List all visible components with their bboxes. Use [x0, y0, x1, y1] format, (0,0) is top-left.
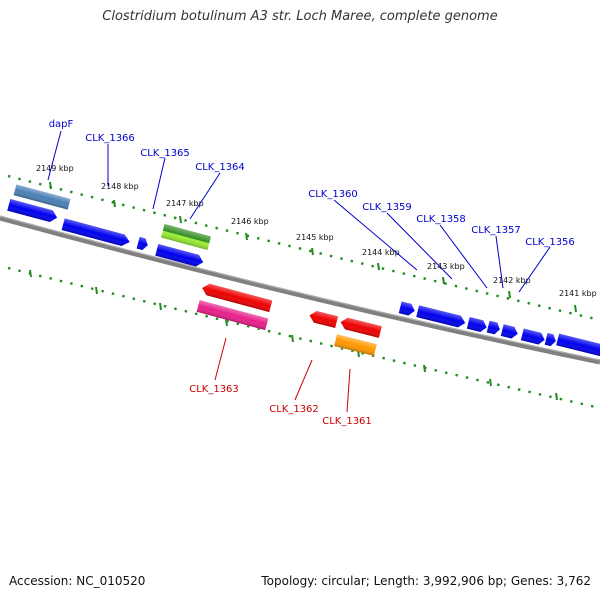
tick-mark	[574, 304, 577, 313]
gene-arrow[interactable]	[7, 198, 58, 224]
gene-label-CLK_1357: CLK_1357	[471, 225, 521, 236]
gene-CLK_1364[interactable]	[161, 224, 211, 250]
tick-mark	[311, 247, 314, 256]
tick-label: 2148 kbp	[101, 182, 139, 191]
accession-text: Accession: NC_010520	[9, 574, 146, 588]
gene-arrow-reverse[interactable]	[339, 316, 382, 338]
leader-line	[495, 235, 504, 289]
leader-line	[294, 359, 313, 401]
gene-label-CLK_1365: CLK_1365	[140, 148, 190, 159]
reverse-genes	[196, 282, 382, 356]
leader-line	[189, 172, 221, 220]
inner-major-ticks	[29, 269, 558, 401]
gene-CLK_1361[interactable]	[334, 334, 377, 356]
tick-mark	[95, 286, 98, 295]
tick-label: 2143 kbp	[427, 262, 465, 271]
gene-label-CLK_1363: CLK_1363	[189, 384, 239, 395]
gene-arrow[interactable]	[556, 333, 600, 358]
gene-label-dapF: dapF	[49, 119, 74, 130]
gene-label-CLK_1359: CLK_1359	[362, 202, 412, 213]
gene-labels: dapF CLK_1366 CLK_1365 CLK_1364 CLK_1360…	[49, 119, 575, 427]
outer-major-ticks	[49, 181, 577, 313]
gene-CLK_1363[interactable]	[196, 300, 269, 331]
gene-arrow-reverse[interactable]	[201, 282, 273, 313]
gene-label-CLK_1356: CLK_1356	[525, 237, 575, 248]
leader-line	[518, 246, 551, 293]
forward-genes-outer	[13, 184, 211, 250]
map-title: Clostridium botulinum A3 str. Loch Maree…	[102, 9, 498, 24]
tick-mark	[179, 215, 182, 224]
genome-backbone	[0, 215, 600, 365]
tick-mark	[555, 392, 558, 401]
gene-dapF[interactable]	[13, 184, 71, 210]
reverse-leader-lines	[214, 337, 351, 413]
gene-arrow[interactable]	[398, 301, 416, 316]
genome-summary-text: Topology: circular; Length: 3,992,906 bp…	[261, 574, 591, 588]
gene-label-CLK_1358: CLK_1358	[416, 214, 466, 225]
tick-label: 2144 kbp	[362, 248, 400, 257]
leader-line	[386, 212, 453, 280]
tick-label: 2142 kbp	[493, 276, 531, 285]
gene-label-CLK_1362: CLK_1362	[269, 404, 319, 415]
gene-label-CLK_1366: CLK_1366	[85, 133, 135, 144]
forward-leader-lines	[47, 130, 551, 293]
gene-CLK_1365[interactable]	[136, 236, 150, 251]
tick-label: 2141 kbp	[559, 289, 597, 298]
tick-mark	[377, 262, 380, 271]
tick-mark	[225, 318, 228, 327]
leader-line	[439, 224, 488, 289]
tick-mark	[442, 276, 445, 285]
tick-mark	[423, 364, 426, 373]
leader-line	[346, 368, 351, 413]
gene-CLK_1356[interactable]	[520, 328, 546, 346]
gene-label-CLK_1360: CLK_1360	[308, 189, 358, 200]
tick-label: 2146 kbp	[231, 217, 269, 226]
leader-line	[333, 199, 418, 271]
tick-mark	[159, 302, 162, 311]
leader-line	[214, 337, 227, 381]
gene-CLK_1357[interactable]	[500, 324, 519, 340]
tick-label: 2147 kbp	[166, 199, 204, 208]
gene-arrow[interactable]	[155, 243, 204, 268]
tick-mark	[508, 290, 511, 299]
leader-line	[47, 130, 62, 181]
tick-mark	[291, 334, 294, 343]
tick-mark	[489, 378, 492, 387]
gene-CLK_1360[interactable]	[416, 305, 466, 328]
gene-label-CLK_1361: CLK_1361	[322, 416, 372, 427]
tick-label: 2149 kbp	[36, 164, 74, 173]
gene-arrow[interactable]	[544, 332, 558, 347]
tick-label: 2145 kbp	[296, 233, 334, 242]
gene-label-CLK_1364: CLK_1364	[195, 162, 245, 173]
gene-CLK_1358[interactable]	[486, 320, 502, 336]
tick-mark	[113, 199, 116, 208]
tick-mark	[245, 232, 248, 241]
gene-CLK_1366[interactable]	[61, 218, 132, 247]
gene-CLK_1362[interactable]	[308, 310, 339, 328]
leader-line	[152, 157, 166, 210]
tick-mark	[29, 269, 32, 278]
gene-CLK_1359[interactable]	[466, 317, 488, 333]
genome-backbone-highlight	[0, 215, 600, 361]
tick-labels: 2149 kbp 2148 kbp 2147 kbp 2146 kbp 2145…	[36, 164, 597, 298]
forward-genes-inner	[7, 198, 600, 358]
tick-mark	[49, 181, 52, 190]
